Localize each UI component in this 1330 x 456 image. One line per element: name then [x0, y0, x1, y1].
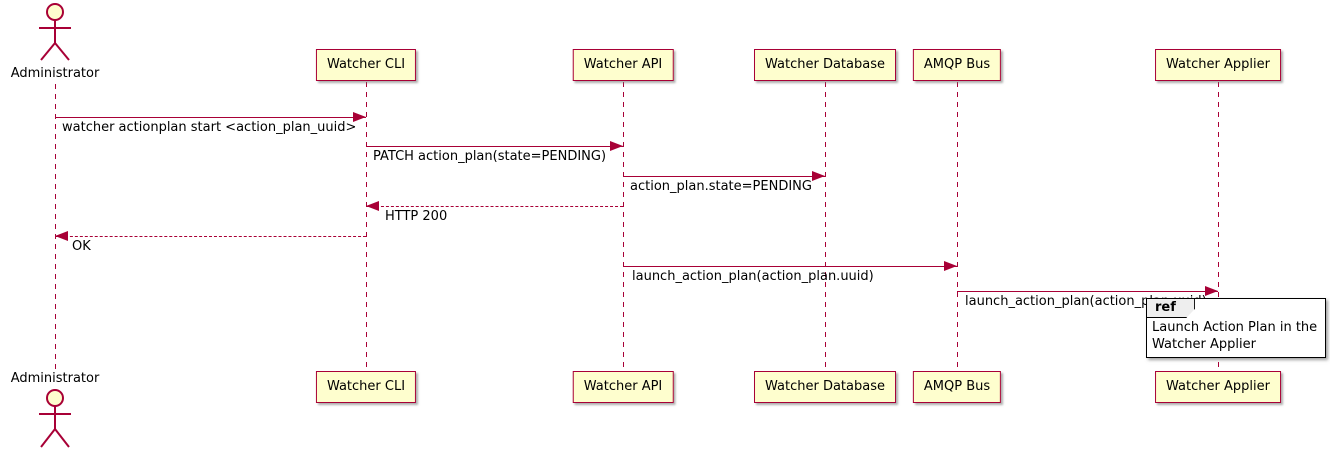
arrow-right-icon [1205, 286, 1218, 296]
ref-body: Launch Action Plan in the Watcher Applie… [1152, 319, 1321, 353]
lifeline-watcher-api [623, 82, 624, 371]
lifeline-amqp-bus [957, 82, 958, 371]
participant-box-bottom-watcher-database: Watcher Database [754, 371, 896, 403]
message-state-pending: action_plan.state=PENDING [623, 171, 825, 196]
message-line [366, 146, 623, 147]
arrow-left-icon [55, 231, 68, 241]
ref-line-2: Watcher Applier [1152, 337, 1256, 352]
participant-box-top-watcher-applier: Watcher Applier [1155, 49, 1281, 81]
lifeline-watcher-cli [366, 82, 367, 371]
message-label: action_plan.state=PENDING [630, 179, 812, 194]
lifeline-watcher-database [825, 82, 826, 371]
message-line [623, 176, 825, 177]
message-patch-action-plan: PATCH action_plan(state=PENDING) [366, 141, 623, 166]
participant-box-top-amqp-bus: AMQP Bus [912, 49, 1002, 81]
participant-box-top-watcher-cli: Watcher CLI [315, 49, 417, 81]
message-line [957, 291, 1218, 292]
participant-box-bottom-watcher-cli: Watcher CLI [315, 371, 417, 403]
arrow-right-icon [610, 141, 623, 151]
message-label: launch_action_plan(action_plan.uuid) [632, 269, 874, 284]
actor-icon-bottom [33, 387, 77, 455]
lifeline-administrator [55, 84, 56, 371]
message-line [623, 266, 957, 267]
message-line [55, 117, 366, 118]
message-actionplan-start: watcher actionplan start <action_plan_uu… [55, 112, 366, 137]
participant-box-top-watcher-api: Watcher API [572, 49, 674, 81]
message-http-200: HTTP 200 [366, 201, 623, 226]
actor-icon [33, 2, 77, 68]
ref-line-1: Launch Action Plan in the [1152, 320, 1318, 335]
lifeline-watcher-applier [1218, 82, 1219, 371]
message-launch-action-plan-api-amqp: launch_action_plan(action_plan.uuid) [623, 261, 957, 286]
actor-label-bottom: Administrator [10, 371, 100, 386]
message-label: watcher actionplan start <action_plan_uu… [62, 120, 357, 135]
message-line [366, 206, 623, 207]
actor-label-top: Administrator [10, 66, 100, 81]
arrow-right-icon [944, 261, 957, 271]
ref-fragment: ref Launch Action Plan in the Watcher Ap… [1146, 298, 1326, 358]
arrow-right-icon [353, 112, 366, 122]
message-label: OK [72, 239, 91, 254]
message-label: PATCH action_plan(state=PENDING) [373, 149, 607, 164]
message-ok: OK [55, 231, 366, 256]
message-line [55, 236, 366, 237]
ref-keyword: ref [1147, 299, 1195, 318]
participant-box-bottom-amqp-bus: AMQP Bus [912, 371, 1002, 403]
participant-box-bottom-watcher-api: Watcher API [572, 371, 674, 403]
participant-box-bottom-watcher-applier: Watcher Applier [1155, 371, 1281, 403]
message-label: HTTP 200 [385, 209, 448, 224]
arrow-left-icon [366, 201, 379, 211]
participant-box-top-watcher-database: Watcher Database [754, 49, 896, 81]
arrow-right-icon [812, 171, 825, 181]
